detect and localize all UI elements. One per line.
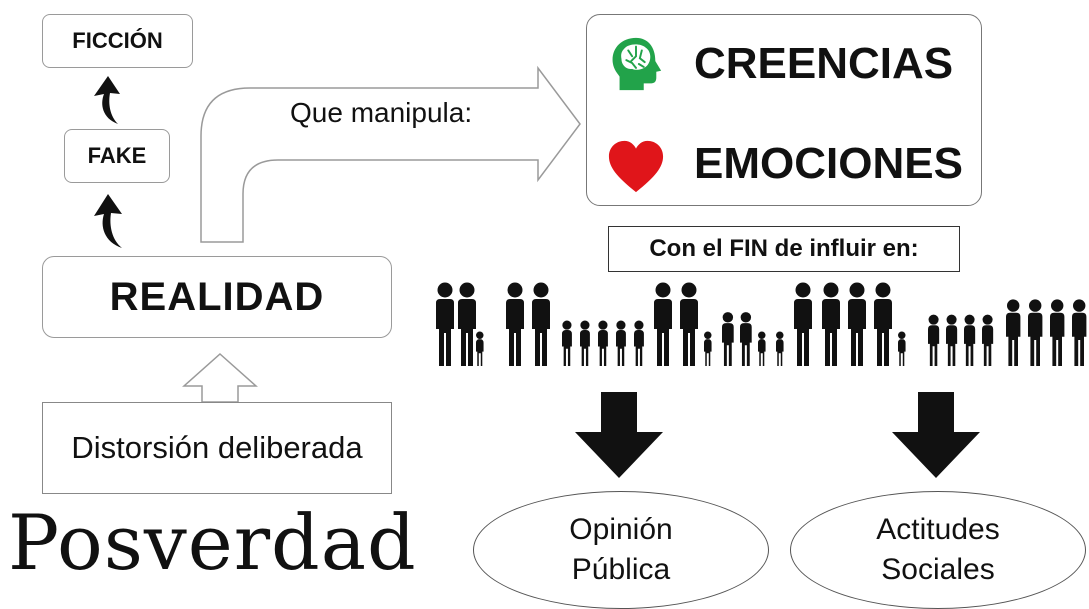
fin-label: Con el FIN de influir en: xyxy=(649,235,919,262)
realidad-box: REALIDAD xyxy=(42,256,392,338)
que-manipula-label: Que manipula: xyxy=(290,97,473,128)
person-figure xyxy=(476,331,484,366)
person-figure xyxy=(580,320,590,366)
fake-label: FAKE xyxy=(87,143,147,168)
curved-arrow-up-to-ficcion xyxy=(94,76,120,124)
bent-arrow-que-manipula xyxy=(200,65,581,243)
person-figure xyxy=(616,320,626,366)
fake-box: FAKE xyxy=(64,129,170,183)
person-figure xyxy=(436,282,454,366)
person-figure xyxy=(928,314,940,366)
person-figure xyxy=(982,314,994,366)
distorsion-label: Distorsión deliberada xyxy=(71,430,363,465)
heart-icon xyxy=(608,140,664,193)
actitudes-line1: Actitudes xyxy=(876,513,1000,547)
brain-head-icon xyxy=(612,37,662,91)
person-figure xyxy=(758,331,766,366)
actitudes-line2: Sociales xyxy=(881,553,995,586)
person-figure xyxy=(1006,299,1021,366)
person-figure xyxy=(458,282,476,366)
person-figure xyxy=(794,282,812,366)
down-arrow-to-actitudes xyxy=(892,392,980,478)
person-figure xyxy=(946,314,958,366)
person-figure xyxy=(722,312,734,366)
person-figure xyxy=(532,282,550,366)
person-figure xyxy=(704,331,712,366)
ficcion-label: FICCIÓN xyxy=(72,28,163,53)
creencias-emociones-box: CREENCIAS EMOCIONES xyxy=(586,14,982,206)
opinion-publica-ellipse: Opinión Pública xyxy=(473,491,769,609)
person-figure xyxy=(822,282,840,366)
posverdad-title: Posverdad xyxy=(8,498,417,587)
person-figure xyxy=(898,331,906,366)
person-figure xyxy=(562,320,572,366)
realidad-label: REALIDAD xyxy=(109,274,325,319)
person-figure xyxy=(654,282,672,366)
people-crowd-icon xyxy=(436,282,1087,366)
fin-box: Con el FIN de influir en: xyxy=(608,226,960,272)
person-figure xyxy=(740,312,752,366)
person-figure xyxy=(776,331,784,366)
person-figure xyxy=(634,320,644,366)
person-figure xyxy=(964,314,976,366)
person-figure xyxy=(680,282,698,366)
person-figure xyxy=(506,282,524,366)
actitudes-sociales-ellipse: Actitudes Sociales xyxy=(790,491,1086,609)
emociones-label: EMOCIONES xyxy=(694,139,963,188)
person-figure xyxy=(1028,299,1043,366)
curved-arrow-up-to-fake xyxy=(94,194,122,248)
person-figure xyxy=(1072,299,1087,366)
down-arrow-to-opinion xyxy=(575,392,663,478)
person-figure xyxy=(1050,299,1065,366)
person-figure xyxy=(848,282,866,366)
opinion-line1: Opinión xyxy=(569,513,673,547)
person-figure xyxy=(874,282,892,366)
distorsion-box: Distorsión deliberada xyxy=(42,402,392,494)
creencias-label: CREENCIAS xyxy=(694,39,954,88)
opinion-line2: Pública xyxy=(571,553,671,586)
hollow-arrow-up-to-realidad xyxy=(182,352,258,403)
ficcion-box: FICCIÓN xyxy=(42,14,193,68)
person-figure xyxy=(598,320,608,366)
